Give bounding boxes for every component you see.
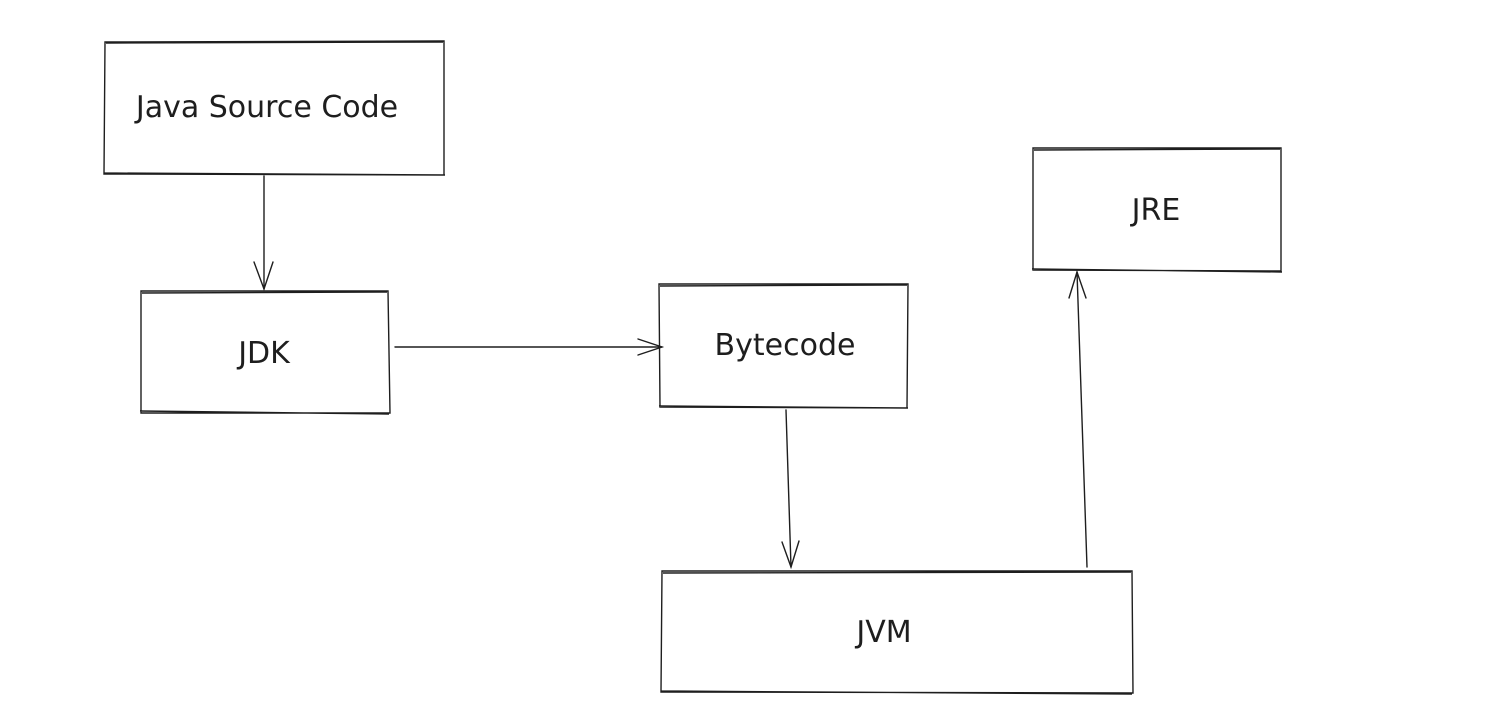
arrow-source-to-jdk [253, 175, 274, 292]
node-jdk[interactable]: JDK [139, 290, 391, 415]
node-java-source-code-border [103, 40, 446, 176]
arrow-bytecode-to-jvm [781, 409, 800, 570]
node-bytecode-label: Bytecode [715, 328, 856, 363]
node-jvm[interactable]: JVM [660, 570, 1134, 695]
node-jvm-label: JVM [854, 615, 911, 650]
arrow-jvm-to-jre [1068, 269, 1088, 568]
node-java-source-code[interactable]: Java Source Code [103, 40, 446, 176]
arrow-bytecode-to-jvm-line [785, 409, 792, 568]
node-jdk-border [139, 290, 391, 415]
arrow-jvm-to-jre-line [1076, 271, 1088, 568]
node-jvm-border [660, 570, 1134, 695]
node-jre-border [1031, 147, 1283, 273]
node-jre[interactable]: JRE [1031, 147, 1283, 273]
node-jre-label: JRE [1130, 193, 1181, 228]
arrow-jdk-to-bytecode-head [637, 338, 665, 356]
node-java-source-code-label: Java Source Code [134, 90, 398, 125]
node-bytecode[interactable]: Bytecode [658, 283, 909, 409]
arrow-jdk-to-bytecode [394, 338, 665, 356]
arrow-source-to-jdk-head [253, 261, 274, 292]
arrow-bytecode-to-jvm-head [781, 540, 800, 570]
node-bytecode-border [658, 283, 909, 409]
node-jdk-label: JDK [236, 336, 291, 371]
arrow-jvm-to-jre-head [1068, 269, 1087, 299]
